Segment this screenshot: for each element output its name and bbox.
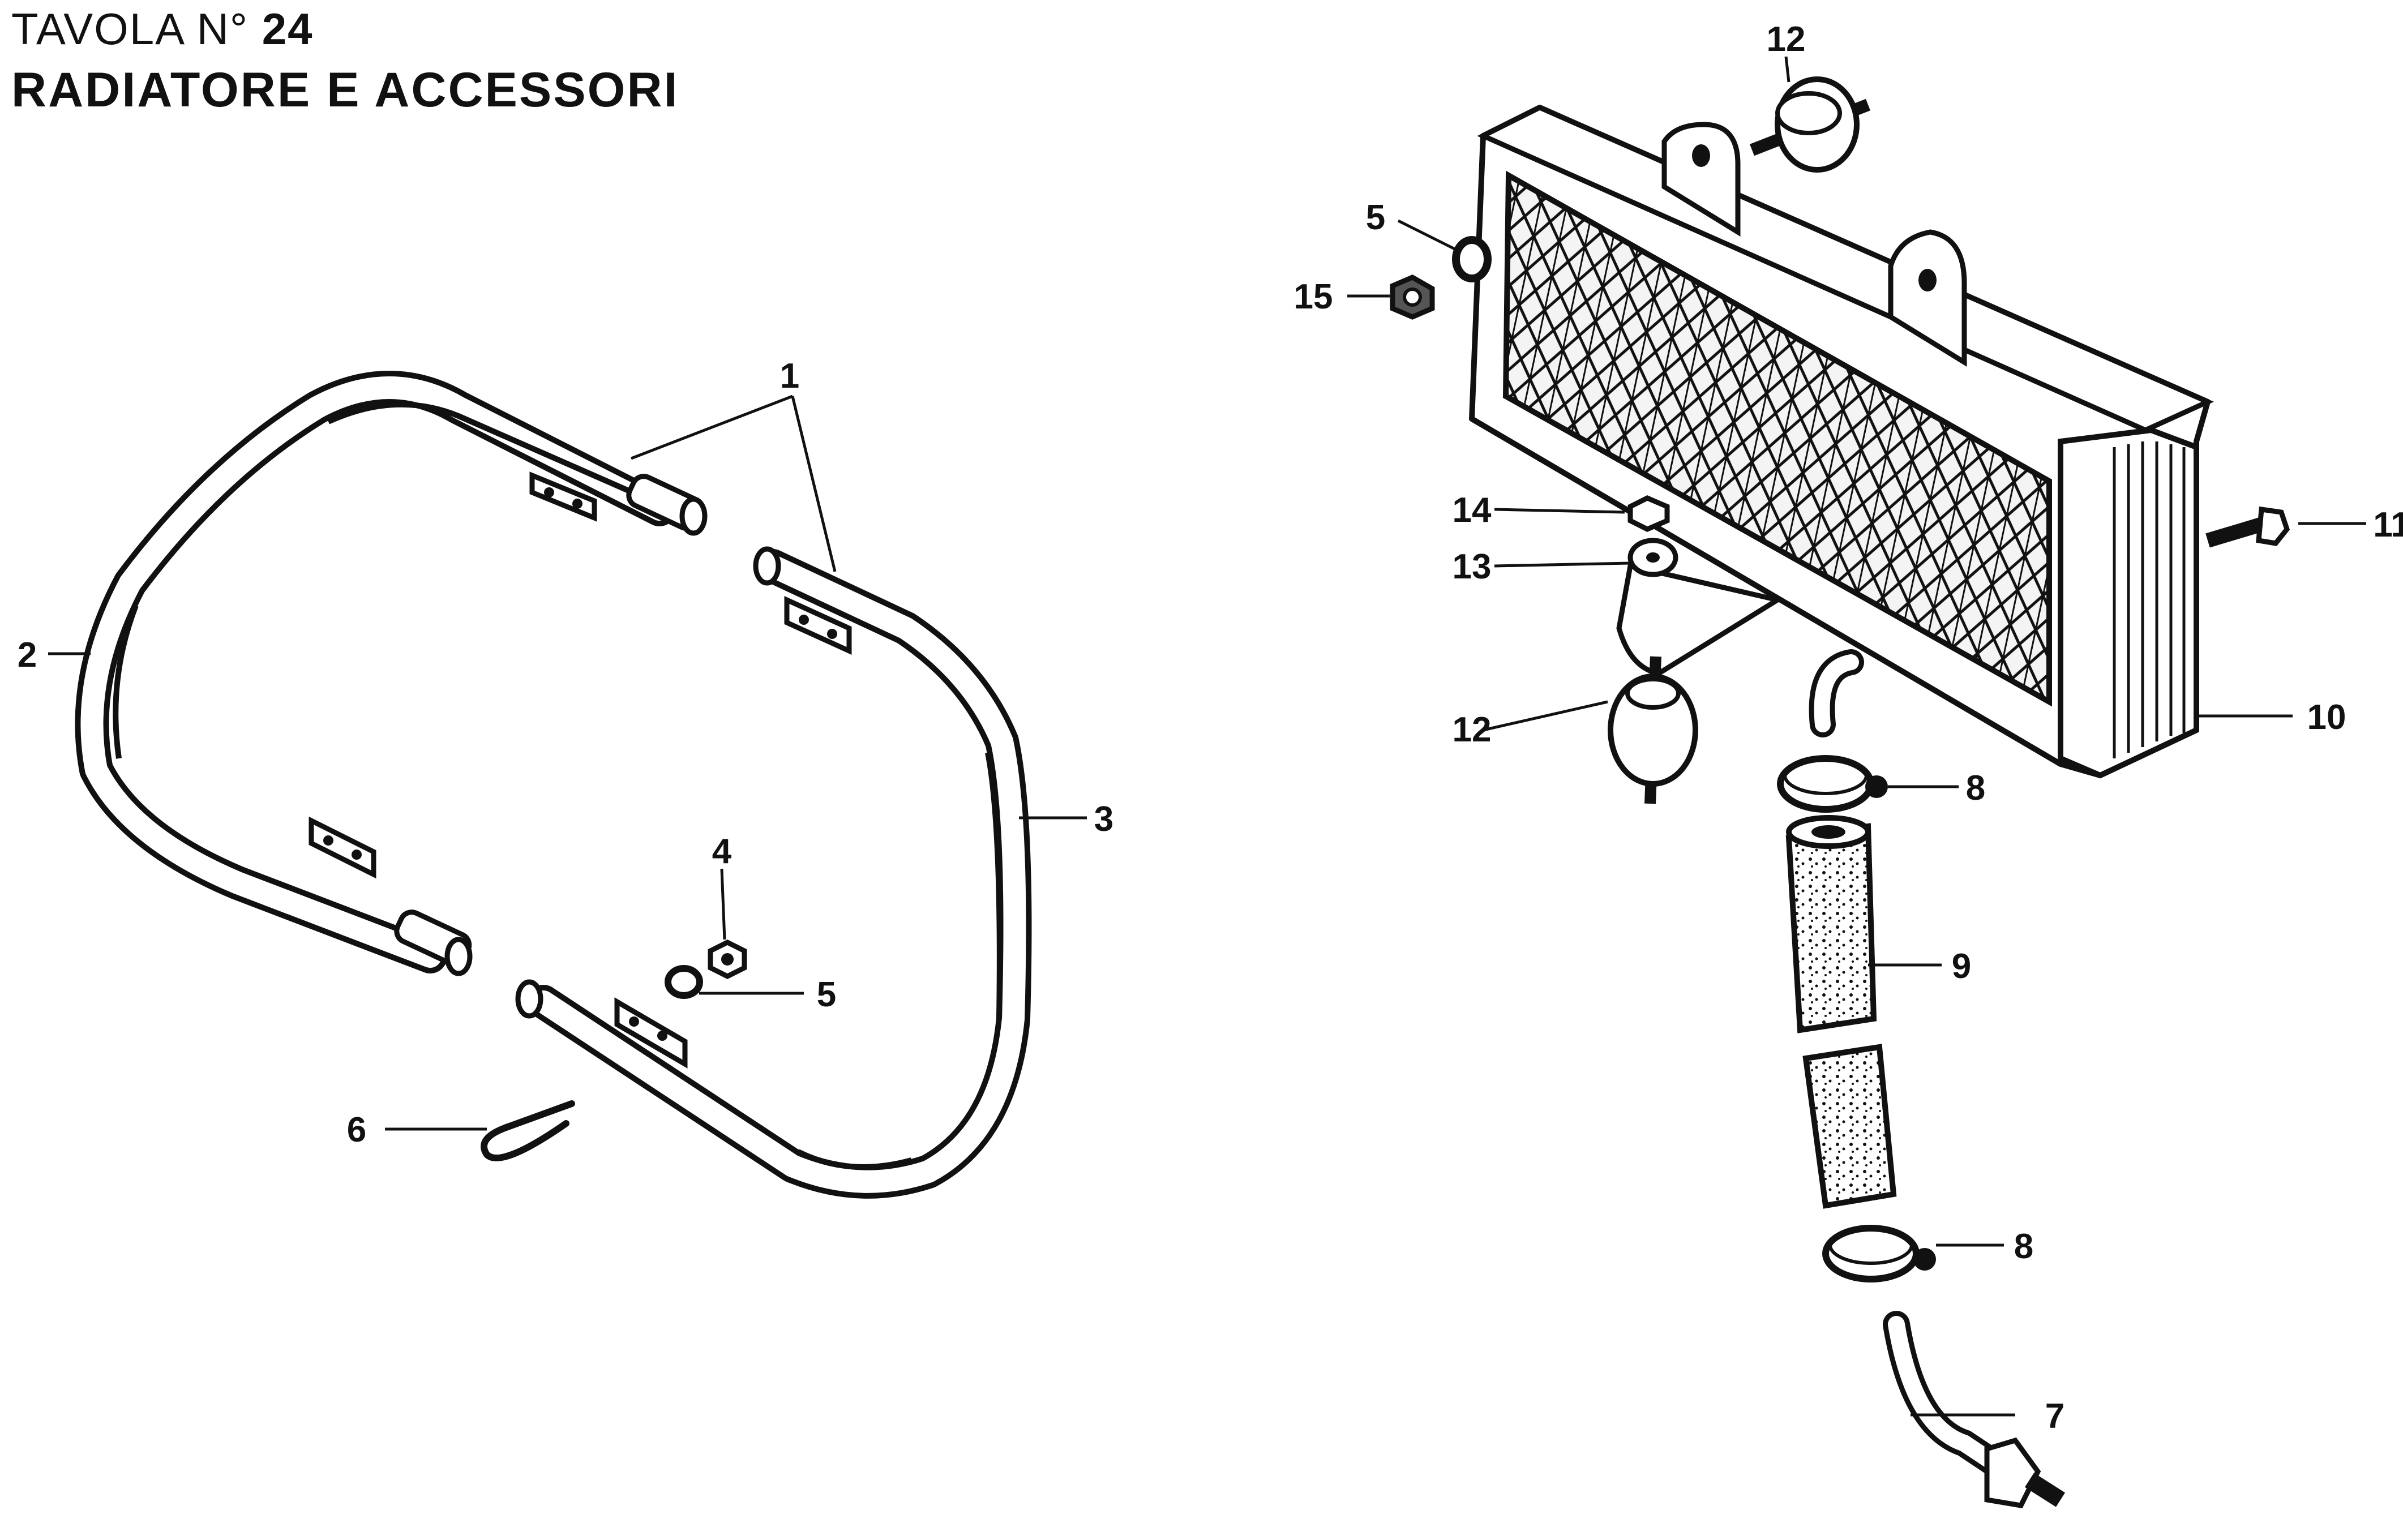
rubber-mount-part-12-bottom xyxy=(1608,656,1698,804)
callout-6: 6 xyxy=(347,1110,366,1149)
callout-11: 11 xyxy=(2373,505,2403,544)
diagram-title: RADIATORE E ACCESSORI xyxy=(11,63,679,117)
callout-9: 9 xyxy=(1952,947,1971,986)
callout-12-top: 12 xyxy=(1767,20,1806,59)
callout-2: 2 xyxy=(18,636,37,675)
callout-10: 10 xyxy=(2307,698,2346,737)
pipe-fitting-part-7 xyxy=(1883,1311,2066,1508)
callout-7: 7 xyxy=(2045,1397,2064,1436)
callout-5-right: 5 xyxy=(1366,198,1385,237)
plate-label: TAVOLA xyxy=(11,4,183,54)
rubber-mount-part-12-top xyxy=(1750,76,1870,173)
nut-part-14 xyxy=(1627,495,1670,532)
u-clip-part-6 xyxy=(481,1100,575,1161)
washer-part-5-left xyxy=(665,965,703,999)
callout-4: 4 xyxy=(712,832,732,871)
crash-bar-left xyxy=(75,371,708,976)
callout-8-bottom: 8 xyxy=(2014,1227,2033,1266)
washer-part-5-right xyxy=(1452,236,1492,282)
callout-15: 15 xyxy=(1294,277,1333,316)
washer-part-13 xyxy=(1627,538,1678,577)
leader-lines xyxy=(48,56,2366,1417)
hose-clamp-part-8-bottom xyxy=(1822,1225,1936,1282)
callout-14: 14 xyxy=(1453,491,1492,530)
plate-heading: TAVOLA N° 24 xyxy=(11,3,314,55)
radiator-part-10 xyxy=(1469,105,2214,779)
plate-number: 24 xyxy=(262,4,314,54)
crash-bar-right xyxy=(515,546,1032,1199)
plate-number-symbol: N° xyxy=(196,4,249,54)
hose-clamp-part-8-top xyxy=(1777,755,1888,813)
callout-13: 13 xyxy=(1453,547,1492,586)
hose-part-9 xyxy=(1785,815,1897,1209)
callout-5-left: 5 xyxy=(817,975,836,1014)
callout-1: 1 xyxy=(780,357,799,396)
nut-part-15 xyxy=(1390,274,1435,320)
callout-12-bottom: 12 xyxy=(1453,710,1492,749)
nut-part-4 xyxy=(708,939,747,980)
callout-3: 3 xyxy=(1094,800,1113,839)
bolt-part-11 xyxy=(2205,506,2290,548)
callout-8-top: 8 xyxy=(1966,769,1985,808)
